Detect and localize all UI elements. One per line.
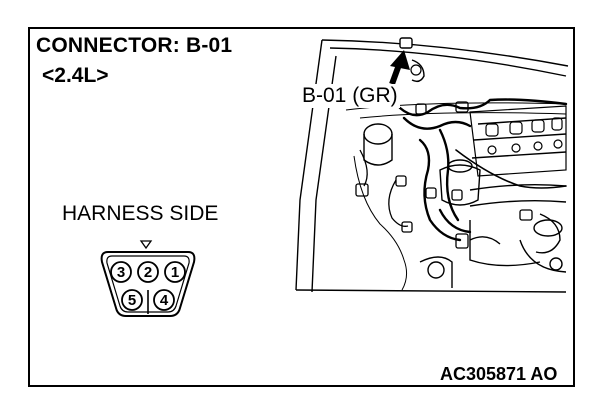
diagram-frame: [28, 27, 575, 387]
harness-side-label: HARNESS SIDE: [62, 202, 219, 225]
pin-orientation-mark: [139, 240, 153, 250]
pin-5-circle: [121, 289, 143, 311]
pin-label: 3: [117, 264, 125, 281]
pin-label: 2: [144, 264, 152, 281]
connector-face: 3 2 1 5 4: [100, 240, 196, 317]
connector-title: CONNECTOR: B-01: [36, 34, 233, 57]
hood-top-edge: [321, 39, 569, 67]
pin-2-circle: [137, 261, 159, 283]
pin-label: 4: [160, 292, 169, 309]
b01-connector-location: [399, 37, 425, 83]
figure-code: AC305871 AO: [440, 364, 558, 384]
pin-3-circle: [110, 261, 132, 283]
callout-arrow: [389, 50, 410, 86]
pin-1-circle: [164, 261, 186, 283]
pin-label: 1: [171, 264, 179, 281]
pin-label: 5: [128, 292, 136, 309]
engine-variant: <2.4L>: [42, 64, 109, 87]
connector-callout-label: B-01 (GR): [300, 84, 400, 108]
fender-left-edge: [295, 39, 323, 291]
pin-4-circle: [153, 289, 175, 311]
